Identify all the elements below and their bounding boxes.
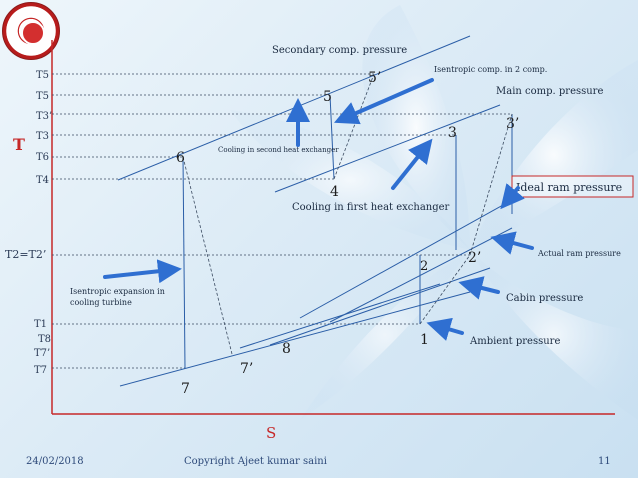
tick-t1: T1: [34, 319, 47, 330]
arrow-actual-ram: [490, 231, 534, 255]
arrow-isentropic-comp: [334, 78, 434, 125]
low-pressure-line: [239, 283, 441, 349]
y-axis-label: T: [13, 135, 25, 154]
tick-t3: T3: [36, 131, 49, 142]
footer-copyright: Copyright Ajeet kumar saini: [184, 456, 327, 467]
actual-ram-label: Actual ram pressure: [537, 249, 621, 258]
tick-t7: T7: [34, 365, 47, 376]
isentropic-exp-label-line2: cooling turbine: [70, 298, 132, 307]
arrow-ambient: [426, 317, 464, 341]
point-6: 6: [176, 150, 185, 166]
college-logo: [2, 2, 60, 60]
isentropic-comp-label: Isentropic comp. in 2 comp.: [434, 65, 547, 74]
cabin-label: Cabin pressure: [506, 293, 583, 304]
point-7: 7: [181, 381, 190, 397]
isentropic-1-2p: [419, 254, 471, 325]
point-3-prime: 3’: [506, 116, 519, 132]
cabin-pressure-line: [269, 267, 491, 346]
point-1: 1: [420, 332, 429, 348]
point-5: 5: [323, 89, 332, 105]
x-axis-label: S: [266, 424, 276, 442]
arrow-ideal-ram: [500, 183, 525, 210]
point-7-prime: 7’: [240, 361, 253, 377]
isentropic-4-5p: [333, 73, 375, 180]
point-2: 2: [420, 259, 428, 274]
ideal-ram-label: Ideal ram pressure: [516, 181, 622, 194]
tick-t5-upper: T5: [36, 70, 49, 81]
tick-t8: T8: [38, 334, 51, 345]
footer-page-number: 11: [598, 456, 611, 467]
point-4: 4: [330, 184, 339, 200]
cooling-first-label: Cooling in first heat exchanger: [292, 202, 450, 213]
logo-emblem: [21, 21, 45, 45]
point-2-prime: 2’: [468, 250, 481, 266]
tick-t5: T5: [36, 91, 49, 102]
cooling-second-label: Cooling in second heat exchanger: [218, 146, 339, 154]
tick-t7-prime: T7’: [34, 348, 50, 359]
ambient-pressure-line: [119, 291, 471, 387]
tick-t2: T2=T2’: [5, 248, 46, 261]
tick-t4: T4: [36, 175, 49, 186]
arrow-cabin: [458, 276, 500, 300]
arrow-cooling-first: [391, 138, 433, 190]
actual-ram-pressure-line: [329, 227, 513, 323]
ideal-ram-pressure-line: [299, 199, 513, 319]
ambient-label: Ambient pressure: [469, 336, 560, 347]
main-comp-pressure-line: [274, 104, 501, 193]
isentropic-2-3p: [469, 113, 513, 256]
main-comp-label: Main comp. pressure: [496, 86, 603, 97]
isentropic-6-7p: [182, 156, 233, 355]
process-6-7: [182, 156, 186, 369]
process-5-4: [329, 94, 335, 180]
footer-date: 24/02/2018: [26, 456, 84, 467]
secondary-comp-label: Secondary comp. pressure: [272, 45, 407, 56]
arrow-isentropic-exp: [103, 259, 182, 284]
point-8: 8: [282, 341, 291, 357]
point-5-prime: 5’: [368, 70, 381, 86]
tick-t3-prime: T3’: [36, 111, 52, 122]
point-3: 3: [448, 125, 457, 141]
isentropic-exp-label-line1: Isentropic expansion in: [70, 287, 165, 296]
tick-t6: T6: [36, 152, 49, 163]
